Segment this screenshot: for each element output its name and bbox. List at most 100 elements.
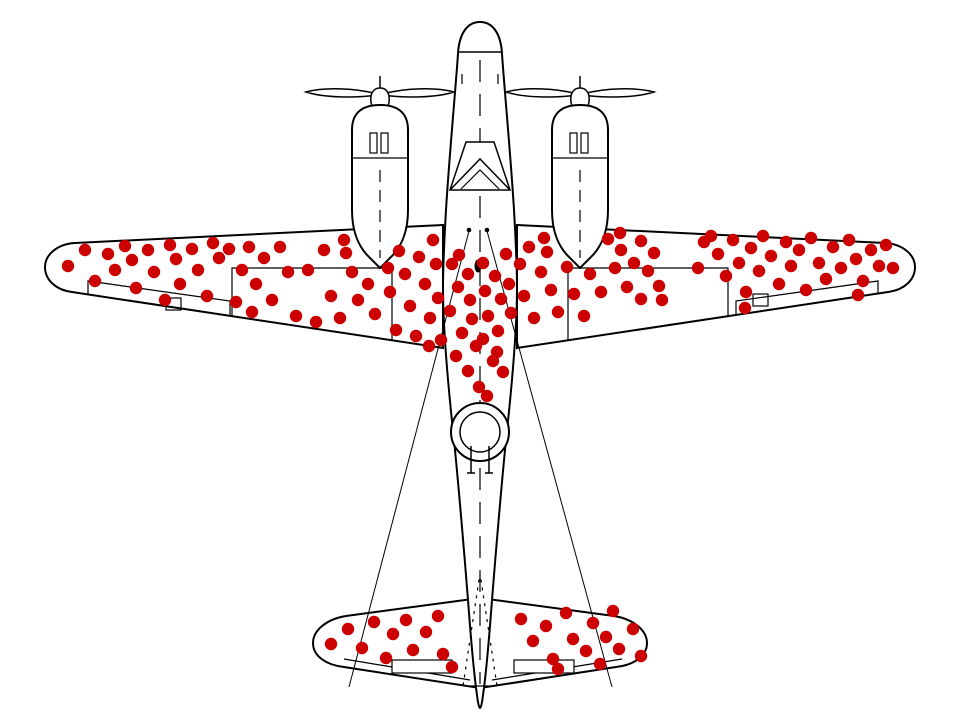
bullet-hole-dot (419, 625, 433, 639)
bullet-hole-dot (431, 609, 445, 623)
bullet-hole-dot (229, 295, 243, 309)
bullet-hole-dot (522, 240, 536, 254)
bullet-hole-dot (434, 333, 448, 347)
bullet-hole-dot (257, 251, 271, 265)
bullet-hole-dot (461, 364, 475, 378)
bullet-hole-dot (826, 240, 840, 254)
bullet-hole-dot (436, 647, 450, 661)
bullet-hole-dot (634, 234, 648, 248)
bullet-hole-dot (337, 233, 351, 247)
bullet-hole-dot (594, 285, 608, 299)
bullet-hole-dot (634, 649, 648, 663)
bullet-hole-dot (412, 250, 426, 264)
bullet-hole-dot (540, 245, 554, 259)
bullet-hole-dot (398, 267, 412, 281)
bullet-hole-dot (752, 264, 766, 278)
bullet-hole-dot (494, 292, 508, 306)
bullet-hole-dot (856, 274, 870, 288)
bullet-hole-dot (799, 283, 813, 297)
bullet-hole-dot (599, 630, 613, 644)
bullet-hole-dot (88, 274, 102, 288)
bullet-hole-dot (534, 265, 548, 279)
bullet-hole-dot (429, 257, 443, 271)
bullet-hole-dot (560, 260, 574, 274)
bullet-hole-dot (812, 256, 826, 270)
bullet-hole-dot (804, 231, 818, 245)
left-trim-tab (391, 659, 453, 674)
bullet-hole-dot (409, 329, 423, 343)
right-landing-light (752, 293, 769, 307)
bullet-hole-dot (539, 619, 553, 633)
bullet-hole-dot (647, 246, 661, 260)
bullet-hole-dot (756, 229, 770, 243)
left-nacelle (351, 103, 409, 270)
bullet-hole-dot (345, 265, 359, 279)
bullet-hole-dot (191, 263, 205, 277)
bullet-hole-dot (333, 311, 347, 325)
bullet-hole-dot (514, 612, 528, 626)
bullet-hole-dot (726, 233, 740, 247)
bullet-hole-dot (502, 277, 516, 291)
bullet-hole-dot (445, 660, 459, 674)
bullet-hole-dot (764, 249, 778, 263)
bullet-hole-dot (872, 259, 886, 273)
antenna-mast-right (484, 227, 490, 233)
left-aileron (87, 280, 231, 316)
bullet-hole-dot (368, 307, 382, 321)
bullet-hole-dot (481, 309, 495, 323)
bullet-holes-layer (61, 226, 900, 676)
bullet-hole-dot (249, 277, 263, 291)
bullet-hole-dot (612, 642, 626, 656)
right-nacelle-vent (580, 132, 589, 154)
bullet-hole-dot (491, 324, 505, 338)
antenna-mast-left (466, 227, 472, 233)
bullet-hole-dot (655, 293, 669, 307)
bullet-hole-dot (526, 634, 540, 648)
bullet-hole-dot (381, 261, 395, 275)
bullet-hole-dot (309, 315, 323, 329)
bullet-hole-dot (480, 389, 494, 403)
bullet-hole-dot (317, 243, 331, 257)
bullet-hole-dot (476, 332, 490, 346)
bullet-hole-dot (235, 263, 249, 277)
left-engine (303, 76, 457, 270)
turret-gun-barrels (467, 446, 493, 474)
bullet-hole-dot (418, 277, 432, 291)
bullet-hole-dot (445, 257, 459, 271)
bullet-hole-dot (613, 226, 627, 240)
bullet-hole-dot (691, 261, 705, 275)
bullet-hole-dot (601, 232, 615, 246)
left-nacelle-vent (369, 132, 378, 154)
bullet-hole-dot (739, 285, 753, 299)
bullet-hole-dot (606, 604, 620, 618)
bullet-hole-dot (608, 261, 622, 275)
bullet-hole-dot (744, 241, 758, 255)
bullet-hole-dot (886, 261, 900, 275)
bullet-hole-dot (527, 311, 541, 325)
bullet-hole-dot (842, 233, 856, 247)
bullet-hole-dot (341, 622, 355, 636)
bullet-hole-dot (537, 231, 551, 245)
bullet-hole-dot (465, 312, 479, 326)
bullet-hole-dot (141, 243, 155, 257)
bullet-hole-dot (361, 277, 375, 291)
bullet-hole-dot (711, 247, 725, 261)
bullet-hole-dot (567, 287, 581, 301)
bullet-hole-dot (222, 242, 236, 256)
bullet-hole-dot (443, 304, 457, 318)
bullet-hole-dot (245, 305, 259, 319)
bullet-hole-dot (78, 243, 92, 257)
bullet-hole-dot (422, 339, 436, 353)
bullet-hole-dot (779, 235, 793, 249)
bullet-hole-dot (513, 257, 527, 271)
bullet-hole-dot (242, 240, 256, 254)
bullet-hole-dot (324, 637, 338, 651)
bullet-hole-dot (719, 269, 733, 283)
bullet-hole-dot (455, 326, 469, 340)
bullet-hole-dot (449, 349, 463, 363)
bullet-hole-dot (627, 256, 641, 270)
bullet-hole-dot (551, 662, 565, 676)
bullet-hole-dot (559, 606, 573, 620)
bullet-hole-dot (851, 288, 865, 302)
